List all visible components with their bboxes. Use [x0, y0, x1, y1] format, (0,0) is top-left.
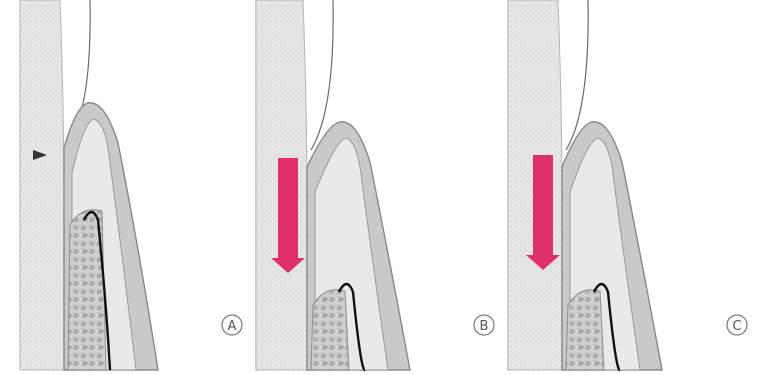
bone-marrow: [566, 290, 604, 370]
panel-b: B: [256, 0, 494, 370]
panel-a: A: [20, 0, 242, 370]
panel-label-text: A: [228, 319, 237, 334]
panel-label: B: [474, 315, 494, 335]
panel-label-text: B: [480, 319, 489, 334]
panel-label: A: [222, 315, 242, 335]
panel-c: C: [508, 0, 747, 370]
panel-label-text: C: [732, 319, 741, 334]
gingiva-outline: [311, 0, 333, 150]
panel-label: C: [727, 315, 747, 335]
tooth-root: [20, 0, 65, 370]
bone-marrow: [311, 290, 349, 370]
